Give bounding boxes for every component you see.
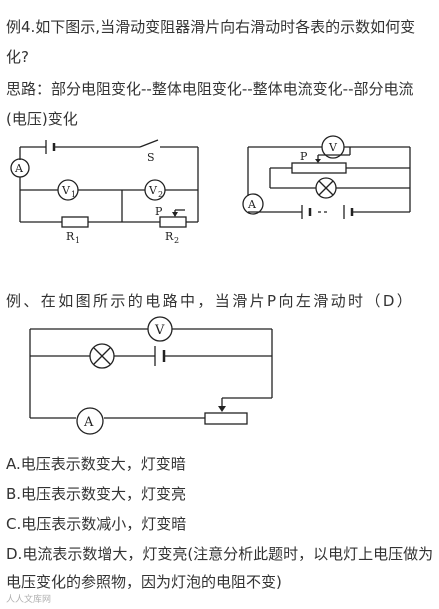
c1-v1-sub: 1 xyxy=(71,190,76,199)
option-d: D.电流表示数增大，灯变亮(注意分析此题时，以电灯上电压做为 xyxy=(6,545,434,563)
example-question: 例、在如图所示的电路中，当滑片P向左滑动时（D） xyxy=(6,292,415,310)
c1-v2-sub: 2 xyxy=(158,190,163,199)
example4-line1: 例4.如下图示,当滑动变阻器滑片向右滑动时各表的示数如何变 xyxy=(6,18,416,36)
watermark: 人人文库网 xyxy=(6,595,52,605)
c1-switch-label: S xyxy=(147,151,155,164)
c1-r1-label: R xyxy=(66,230,75,243)
c1-r2-sub: 2 xyxy=(174,236,179,245)
c1-r2-label: R xyxy=(165,230,174,243)
option-a: A.电压表示数变大，灯变暗 xyxy=(6,455,186,473)
c1-r1-sub: 1 xyxy=(75,236,80,245)
c1-v2-label: V xyxy=(148,184,158,197)
c2-voltmeter-label: V xyxy=(328,141,338,154)
approach-line2: (电压)变化 xyxy=(6,110,78,128)
c2-ammeter-label: A xyxy=(247,198,257,211)
c1-v1-label: V xyxy=(61,184,71,197)
example4-line2: 化? xyxy=(6,48,29,66)
c2-slider-label: P xyxy=(300,150,308,163)
c3-ammeter-label: A xyxy=(83,415,94,430)
option-c: C.电压表示数减小，灯变暗 xyxy=(6,515,187,533)
option-b: B.电压表示数变大，灯变亮 xyxy=(6,485,187,503)
c1-ammeter-label: A xyxy=(14,162,24,175)
approach-line1: 思路：部分电阻变化--整体电阻变化--整体电流变化--部分电流 xyxy=(6,80,414,98)
c1-slider-label: P xyxy=(155,205,163,218)
option-d-continued: 电压变化的参照物，因为灯泡的电阻不变) xyxy=(6,573,282,591)
c3-voltmeter-label: V xyxy=(154,323,165,338)
